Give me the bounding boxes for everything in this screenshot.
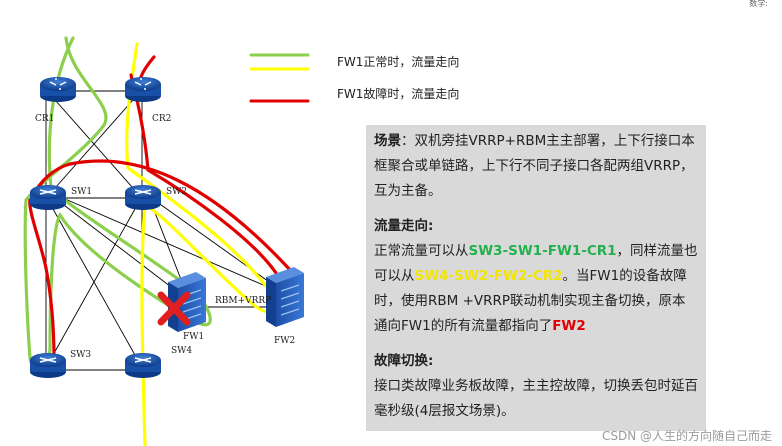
switch-sw4[interactable]: [125, 353, 161, 378]
legend-normal-label: FW1正常时，流量走向: [337, 55, 460, 69]
link-sw1-fw1: [55, 198, 176, 291]
red-path-sw1-fw2-upper: [30, 159, 294, 274]
legend-swatches: [249, 53, 310, 103]
normal-flow-paths-2: [125, 42, 277, 446]
physical-links: [45, 90, 273, 371]
label-sw3: SW3: [70, 350, 91, 360]
switch-sw2[interactable]: [125, 185, 161, 210]
info-box: 场景：双机旁挂VRRP+RBM主主部署，上下行接口本框聚合或单链路，上下行不同子…: [366, 125, 706, 431]
yellow-path-sw4-sw2-fw2-cr2: [125, 42, 277, 446]
label-sw1: SW1: [71, 187, 92, 197]
corner-text: 数学:: [749, 0, 768, 8]
watermark: CSDN @人生的方向随自己而走: [601, 429, 772, 443]
red-path-cr2-sw2-fw2: [129, 73, 280, 278]
label-cr1: CR1: [35, 114, 54, 124]
fault-cross-icon: [157, 291, 191, 326]
label-sw4: SW4: [171, 346, 192, 356]
flow-target-red: FW2: [552, 318, 586, 334]
failover-paragraph: 接口类故障业务板故障，主主控故障，切换丢包时延百毫秒级(4层报文场景)。: [374, 378, 698, 419]
router-cr1[interactable]: [40, 77, 76, 102]
link-sw2-sw3: [47, 199, 141, 365]
router-cr2[interactable]: [125, 77, 161, 102]
red-path-cr2-top: [138, 55, 156, 82]
firewall-fw2[interactable]: [266, 267, 304, 327]
flow-paragraph: 正常流量可以从SW3-SW1-FW1-CR1，同样流量也可以从SW4-SW2-F…: [374, 243, 698, 334]
label-cr2: CR2: [152, 114, 171, 124]
switch-sw3[interactable]: [30, 353, 66, 378]
failover-title: 故障切换:: [374, 353, 434, 369]
legend-fault-label: FW1故障时，流量走向: [337, 87, 460, 101]
flow-path-yellow: SW4-SW2-FW2-CR2: [414, 268, 563, 284]
flow-path-green: SW3-SW1-FW1-CR1: [468, 243, 617, 259]
label-rbm-vrrp: RBM+VRRP: [215, 296, 271, 306]
flow-title: 流量走向:: [374, 218, 434, 234]
link-sw1-fw2: [55, 194, 271, 289]
scene-paragraph: 场景：双机旁挂VRRP+RBM主主部署，上下行接口本框聚合或单链路，上下行不同子…: [374, 129, 698, 204]
label-fw1: FW1: [183, 332, 204, 342]
red-path-sw3-sw1: [28, 198, 56, 360]
scene-text: ：双机旁挂VRRP+RBM主主部署，上下行接口本框聚合或单链路，上下行不同子接口…: [374, 133, 695, 199]
fault-flow-paths: [28, 55, 294, 360]
scene-title: 场景: [374, 133, 401, 149]
switch-sw1[interactable]: [30, 185, 66, 210]
link-cr2-sw1: [47, 91, 141, 197]
label-fw2: FW2: [274, 336, 295, 346]
label-sw2: SW2: [166, 187, 187, 197]
